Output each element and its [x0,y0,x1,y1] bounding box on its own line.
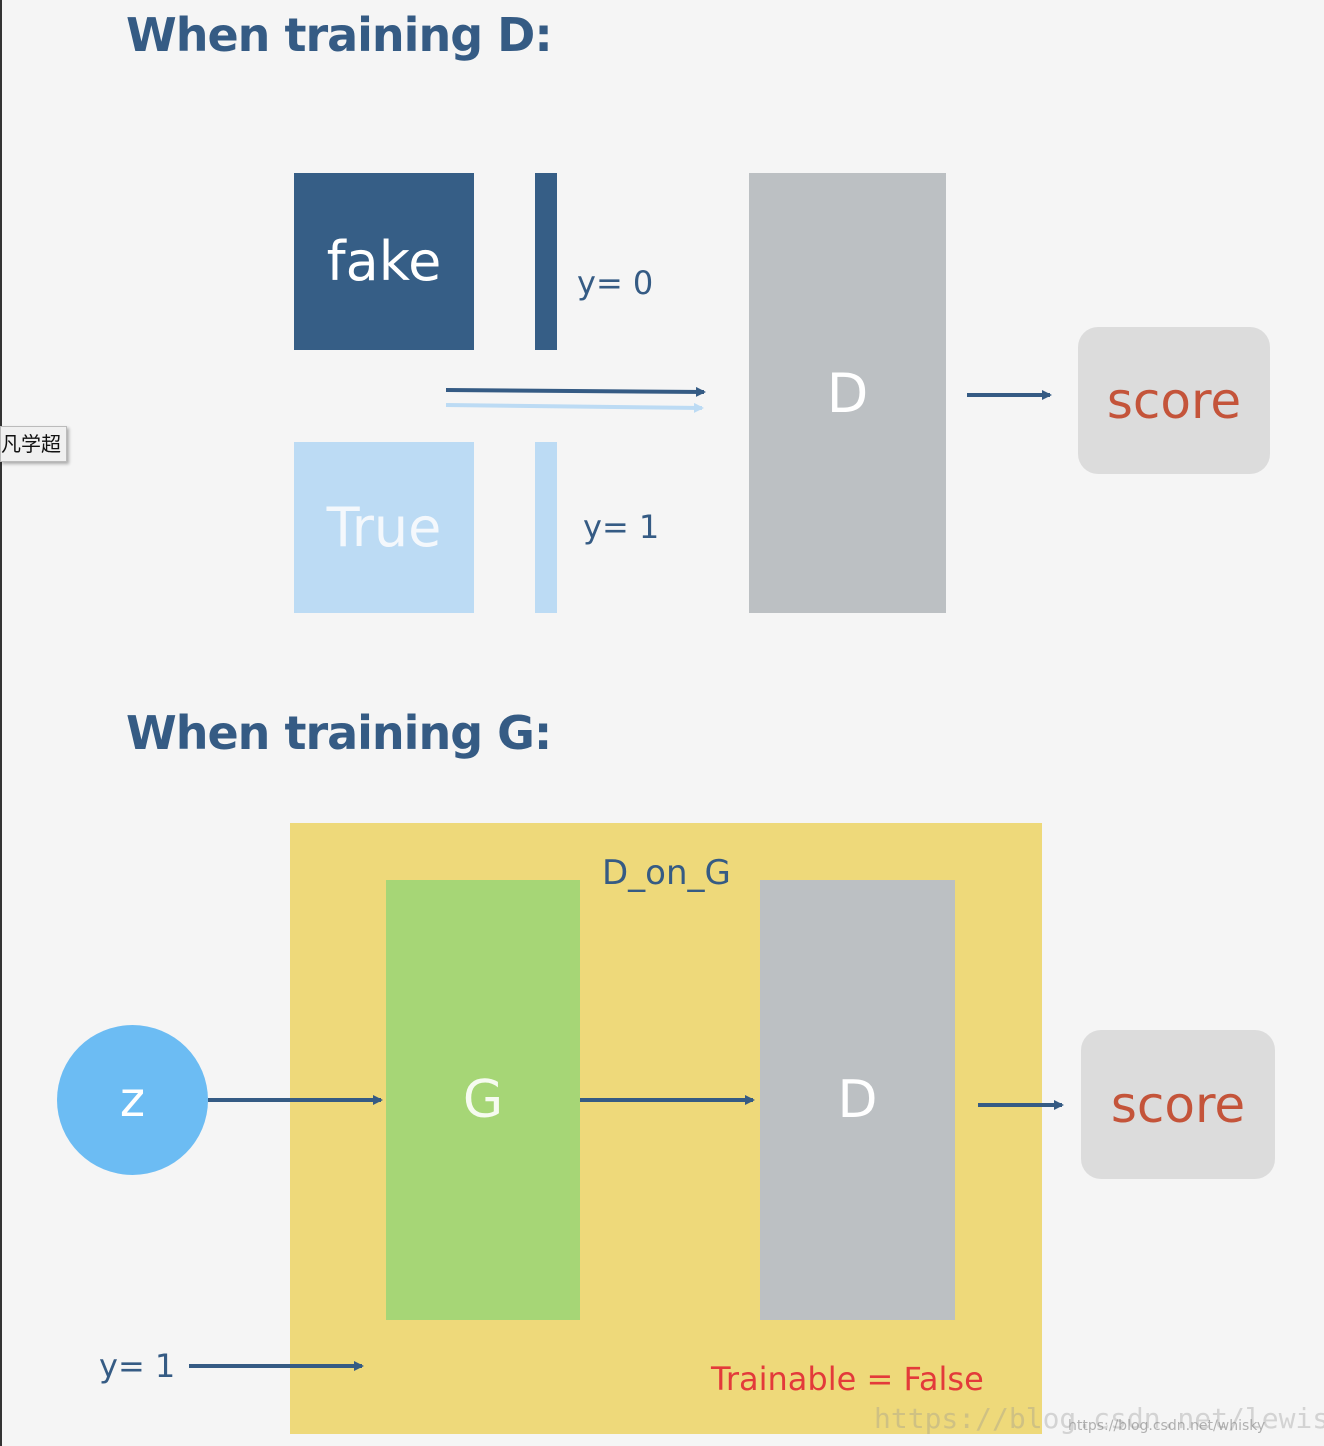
score-box-d: score [1078,327,1270,474]
fake-box: fake [294,173,474,350]
discriminator-label-g: D [837,1070,878,1130]
true-box: True [294,442,474,613]
y-target-label: y= 1 [99,1347,176,1385]
discriminator-block: D [749,173,946,613]
generator-block: G [386,880,580,1320]
watermark-small: https://blog.csdn.net/whisky [1068,1418,1266,1434]
window-left-border [0,0,2,1446]
arrow-true-to-d [445,402,704,413]
score-box-g: score [1081,1030,1275,1179]
d-on-g-label: D_on_G [602,853,731,893]
tooltip-text: 凡学超 [1,432,61,456]
y-true-label: y= 1 [583,508,660,546]
discriminator-label: D [826,361,869,425]
trainable-false-label: Trainable = False [711,1360,984,1398]
generator-label: G [462,1070,504,1130]
arrow-fake-to-d [445,386,706,397]
z-noise-circle: z [57,1025,208,1175]
watermark: https://blog.csdn.net/lewisplu [874,1402,1324,1435]
true-label-bar [535,442,557,613]
true-label: True [326,496,442,559]
fake-label: fake [326,230,442,293]
discriminator-block-g: D [760,880,955,1320]
z-label: z [119,1072,146,1128]
score-label-d: score [1106,371,1242,430]
heading-training-d: When training D: [126,8,553,62]
score-label-g: score [1110,1075,1246,1134]
fake-label-bar [535,173,557,350]
y-fake-label: y= 0 [577,264,654,302]
heading-training-g: When training G: [126,706,552,760]
tooltip: 凡学超 [0,426,67,462]
